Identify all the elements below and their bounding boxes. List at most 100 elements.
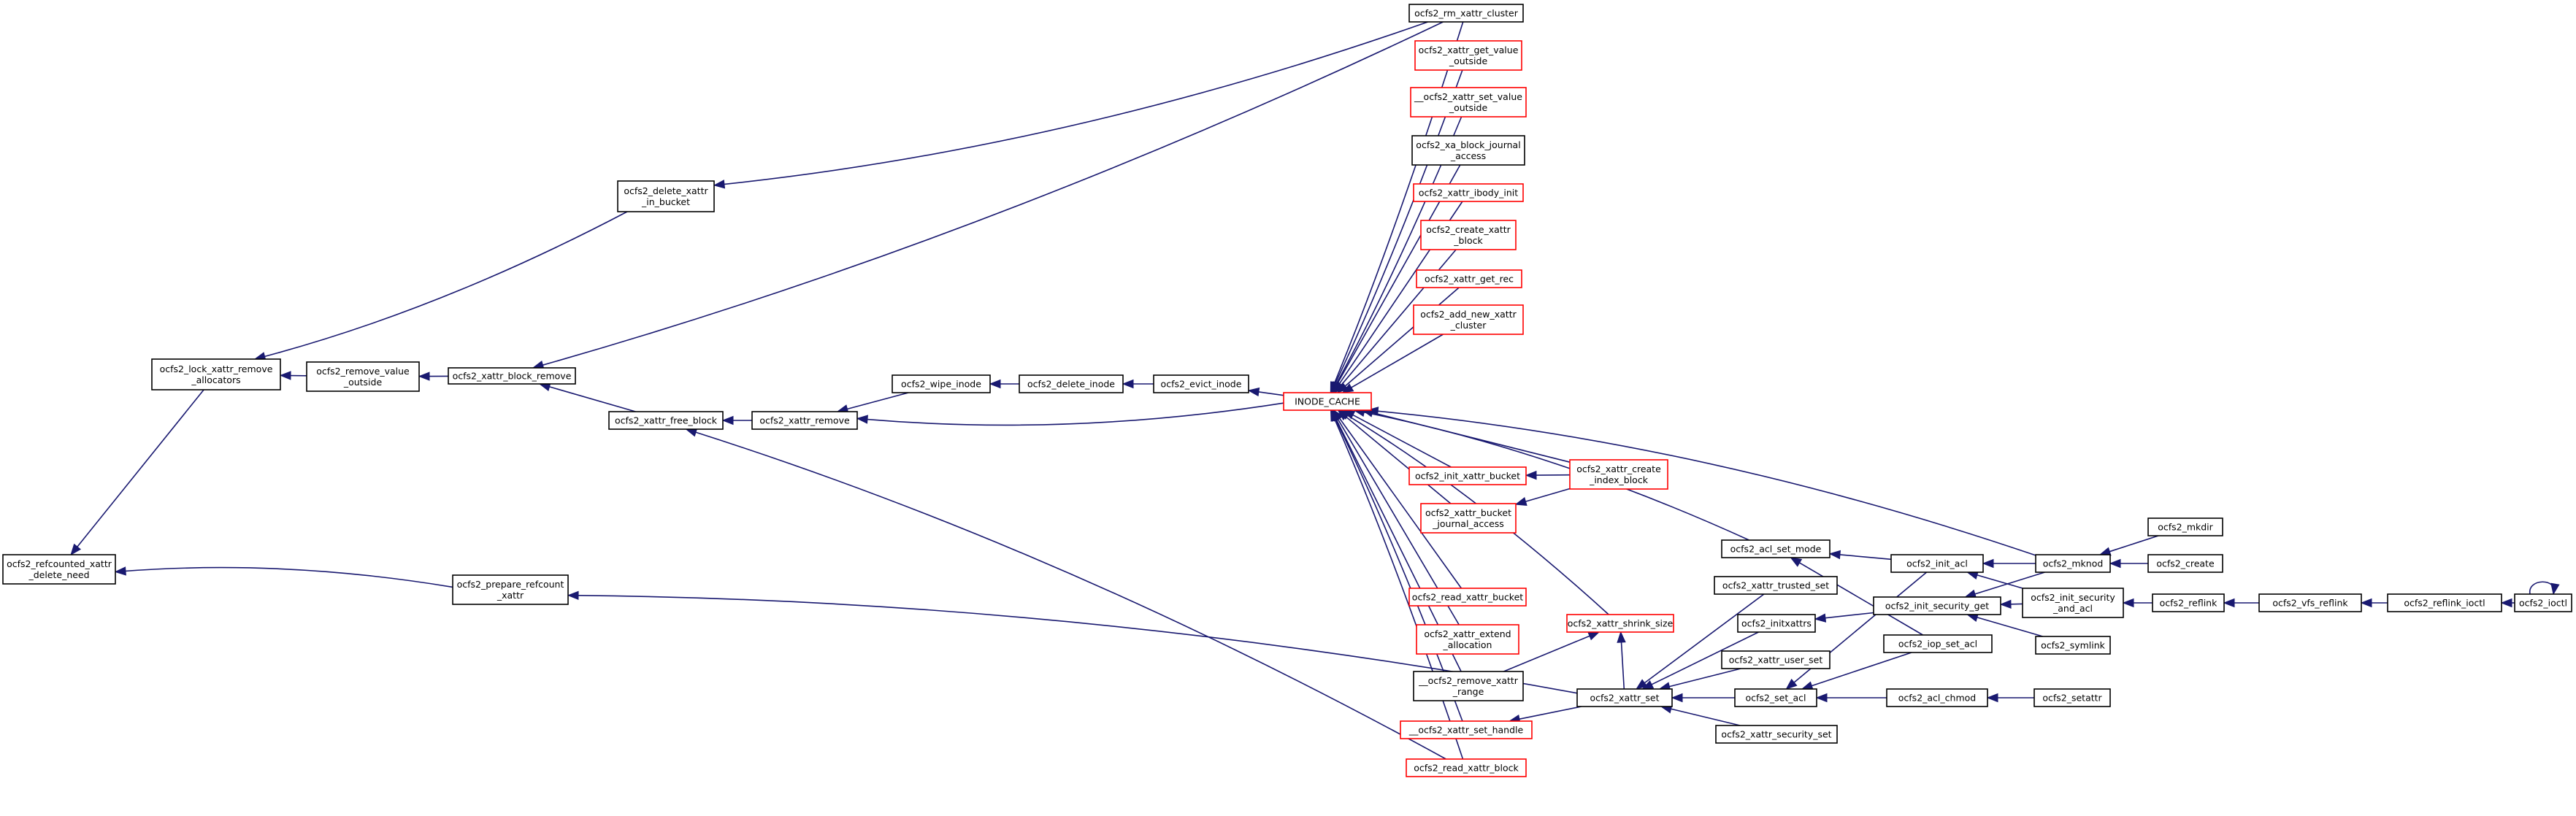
node-box[interactable] [2152, 593, 2225, 612]
node-box[interactable] [1566, 614, 1674, 633]
node-box[interactable] [1413, 304, 1524, 335]
node-box[interactable] [1715, 725, 1838, 744]
node-box[interactable] [1420, 220, 1517, 250]
node-init_acl[interactable]: ocfs2_init_acl [1890, 554, 1984, 573]
node-box[interactable] [1416, 624, 1519, 655]
node-box[interactable] [1886, 688, 1988, 707]
node-box[interactable] [2022, 588, 2124, 618]
node-acl_set_mode[interactable]: ocfs2_acl_set_mode [1721, 539, 1831, 558]
node-box[interactable] [1019, 374, 1124, 393]
node-wipe_inode[interactable]: ocfs2_wipe_inode [892, 374, 991, 393]
node-box[interactable] [1721, 539, 1831, 558]
node-init_xattr_bucket[interactable]: ocfs2_init_xattr_bucket [1408, 466, 1527, 485]
node-box[interactable] [1410, 87, 1527, 118]
node-box[interactable] [2035, 636, 2111, 655]
node-box[interactable] [2035, 554, 2111, 573]
node-xattr_bucket_journal_access[interactable]: ocfs2_xattr_bucket_journal_access [1420, 503, 1517, 534]
node-delete_xattr_in_bucket[interactable]: ocfs2_delete_xattr_in_bucket [617, 180, 715, 212]
node-box[interactable] [2514, 593, 2572, 612]
node-xattr_create_index_block[interactable]: ocfs2_xattr_create_index_block [1569, 459, 1668, 490]
node-box[interactable] [1883, 634, 1993, 653]
node-box[interactable] [1413, 671, 1524, 701]
node-box[interactable] [2147, 554, 2223, 573]
node-initxattrs[interactable]: ocfs2_initxattrs [1737, 614, 1816, 633]
node-read_xattr_block[interactable]: ocfs2_read_xattr_block [1406, 758, 1527, 777]
node-box[interactable] [1721, 650, 1831, 669]
node-xattr_set_handle[interactable]: __ocfs2_xattr_set_handle [1400, 720, 1533, 739]
node-xattr_user_set[interactable]: ocfs2_xattr_user_set [1721, 650, 1831, 669]
node-reflink_ioctl[interactable]: ocfs2_reflink_ioctl [2387, 593, 2502, 612]
node-ioctl[interactable]: ocfs2_ioctl [2514, 593, 2572, 612]
node-box[interactable] [1714, 576, 1838, 595]
node-rm_xattr_cluster[interactable]: ocfs2_rm_xattr_cluster [1408, 4, 1524, 23]
node-box[interactable] [1400, 720, 1533, 739]
node-box[interactable] [448, 367, 576, 385]
node-add_new_xattr_cluster[interactable]: ocfs2_add_new_xattr_cluster [1413, 304, 1524, 335]
node-box[interactable] [2387, 593, 2502, 612]
node-xattr_free_block[interactable]: ocfs2_xattr_free_block [608, 411, 724, 430]
node-box[interactable] [1737, 614, 1816, 633]
node-prepare_refcount_xattr[interactable]: ocfs2_prepare_refcount_xattr [452, 574, 569, 605]
node-box[interactable] [151, 358, 281, 390]
node-xattr_ibody_init[interactable]: ocfs2_xattr_ibody_init [1413, 183, 1524, 202]
node-xattr_block_remove[interactable]: ocfs2_xattr_block_remove [448, 367, 576, 385]
node-vfs_reflink[interactable]: ocfs2_vfs_reflink [2258, 593, 2362, 612]
node-remove_xattr_range[interactable]: __ocfs2_remove_xattr_range [1413, 671, 1524, 701]
node-box[interactable] [306, 361, 420, 392]
node-xattr_get_value_outside[interactable]: ocfs2_xattr_get_value_outside [1414, 40, 1522, 71]
node-box[interactable] [1408, 4, 1524, 23]
node-xattr_get_rec[interactable]: ocfs2_xattr_get_rec [1416, 269, 1522, 288]
node-box[interactable] [1283, 392, 1372, 411]
node-root[interactable]: ocfs2_refcounted_xattr_delete_need [2, 554, 116, 585]
node-xattr_shrink_size[interactable]: ocfs2_xattr_shrink_size [1566, 614, 1674, 633]
node-xattr_trusted_set[interactable]: ocfs2_xattr_trusted_set [1714, 576, 1838, 595]
node-create_xattr_block[interactable]: ocfs2_create_xattr_block [1420, 220, 1517, 250]
node-lock_xattr_remove_alloc[interactable]: ocfs2_lock_xattr_remove_allocators [151, 358, 281, 390]
node-box[interactable] [1420, 503, 1517, 534]
node-xattr_extend_allocation[interactable]: ocfs2_xattr_extend_allocation [1416, 624, 1519, 655]
node-iop_set_acl[interactable]: ocfs2_iop_set_acl [1883, 634, 1993, 653]
node-xattr_remove[interactable]: ocfs2_xattr_remove [751, 411, 858, 430]
node-setattr[interactable]: ocfs2_setattr [2033, 688, 2111, 707]
node-box[interactable] [1576, 688, 1673, 707]
node-box[interactable] [1413, 183, 1524, 202]
node-acl_chmod[interactable]: ocfs2_acl_chmod [1886, 688, 1988, 707]
node-box[interactable] [2258, 593, 2362, 612]
node-box[interactable] [2033, 688, 2111, 707]
node-box[interactable] [452, 574, 569, 605]
node-box[interactable] [1408, 588, 1527, 607]
node-box[interactable] [2, 554, 116, 585]
node-box[interactable] [2147, 517, 2223, 536]
node-init_security_and_acl[interactable]: ocfs2_init_security_and_acl [2022, 588, 2124, 618]
node-reflink[interactable]: ocfs2_reflink [2152, 593, 2225, 612]
node-box[interactable] [1408, 466, 1527, 485]
node-box[interactable] [1873, 596, 2001, 615]
node-box[interactable] [1569, 459, 1668, 490]
node-remove_value_outside[interactable]: ocfs2_remove_value_outside [306, 361, 420, 392]
node-read_xattr_bucket[interactable]: ocfs2_read_xattr_bucket [1408, 588, 1527, 607]
node-box[interactable] [1414, 40, 1522, 71]
node-box[interactable] [608, 411, 724, 430]
node-create[interactable]: ocfs2_create [2147, 554, 2223, 573]
node-set_acl[interactable]: ocfs2_set_acl [1734, 688, 1817, 707]
node-xa_block_journal_access[interactable]: ocfs2_xa_block_journal_access [1411, 135, 1525, 166]
node-mknod[interactable]: ocfs2_mknod [2035, 554, 2111, 573]
node-mkdir[interactable]: ocfs2_mkdir [2147, 517, 2223, 536]
node-box[interactable] [1416, 269, 1522, 288]
node-init_security_get[interactable]: ocfs2_init_security_get [1873, 596, 2001, 615]
node-xattr_set_value_outside[interactable]: __ocfs2_xattr_set_value_outside [1410, 87, 1527, 118]
node-box[interactable] [1406, 758, 1527, 777]
node-xattr_set[interactable]: ocfs2_xattr_set [1576, 688, 1673, 707]
node-box[interactable] [1411, 135, 1525, 166]
node-evict_inode[interactable]: ocfs2_evict_inode [1153, 374, 1249, 393]
node-box[interactable] [892, 374, 991, 393]
node-box[interactable] [1153, 374, 1249, 393]
node-box[interactable] [1890, 554, 1984, 573]
node-box[interactable] [751, 411, 858, 430]
node-inode_cache[interactable]: INODE_CACHE [1283, 392, 1372, 411]
node-box[interactable] [1734, 688, 1817, 707]
node-symlink[interactable]: ocfs2_symlink [2035, 636, 2111, 655]
node-delete_inode[interactable]: ocfs2_delete_inode [1019, 374, 1124, 393]
node-xattr_security_set[interactable]: ocfs2_xattr_security_set [1715, 725, 1838, 744]
node-box[interactable] [617, 180, 715, 212]
